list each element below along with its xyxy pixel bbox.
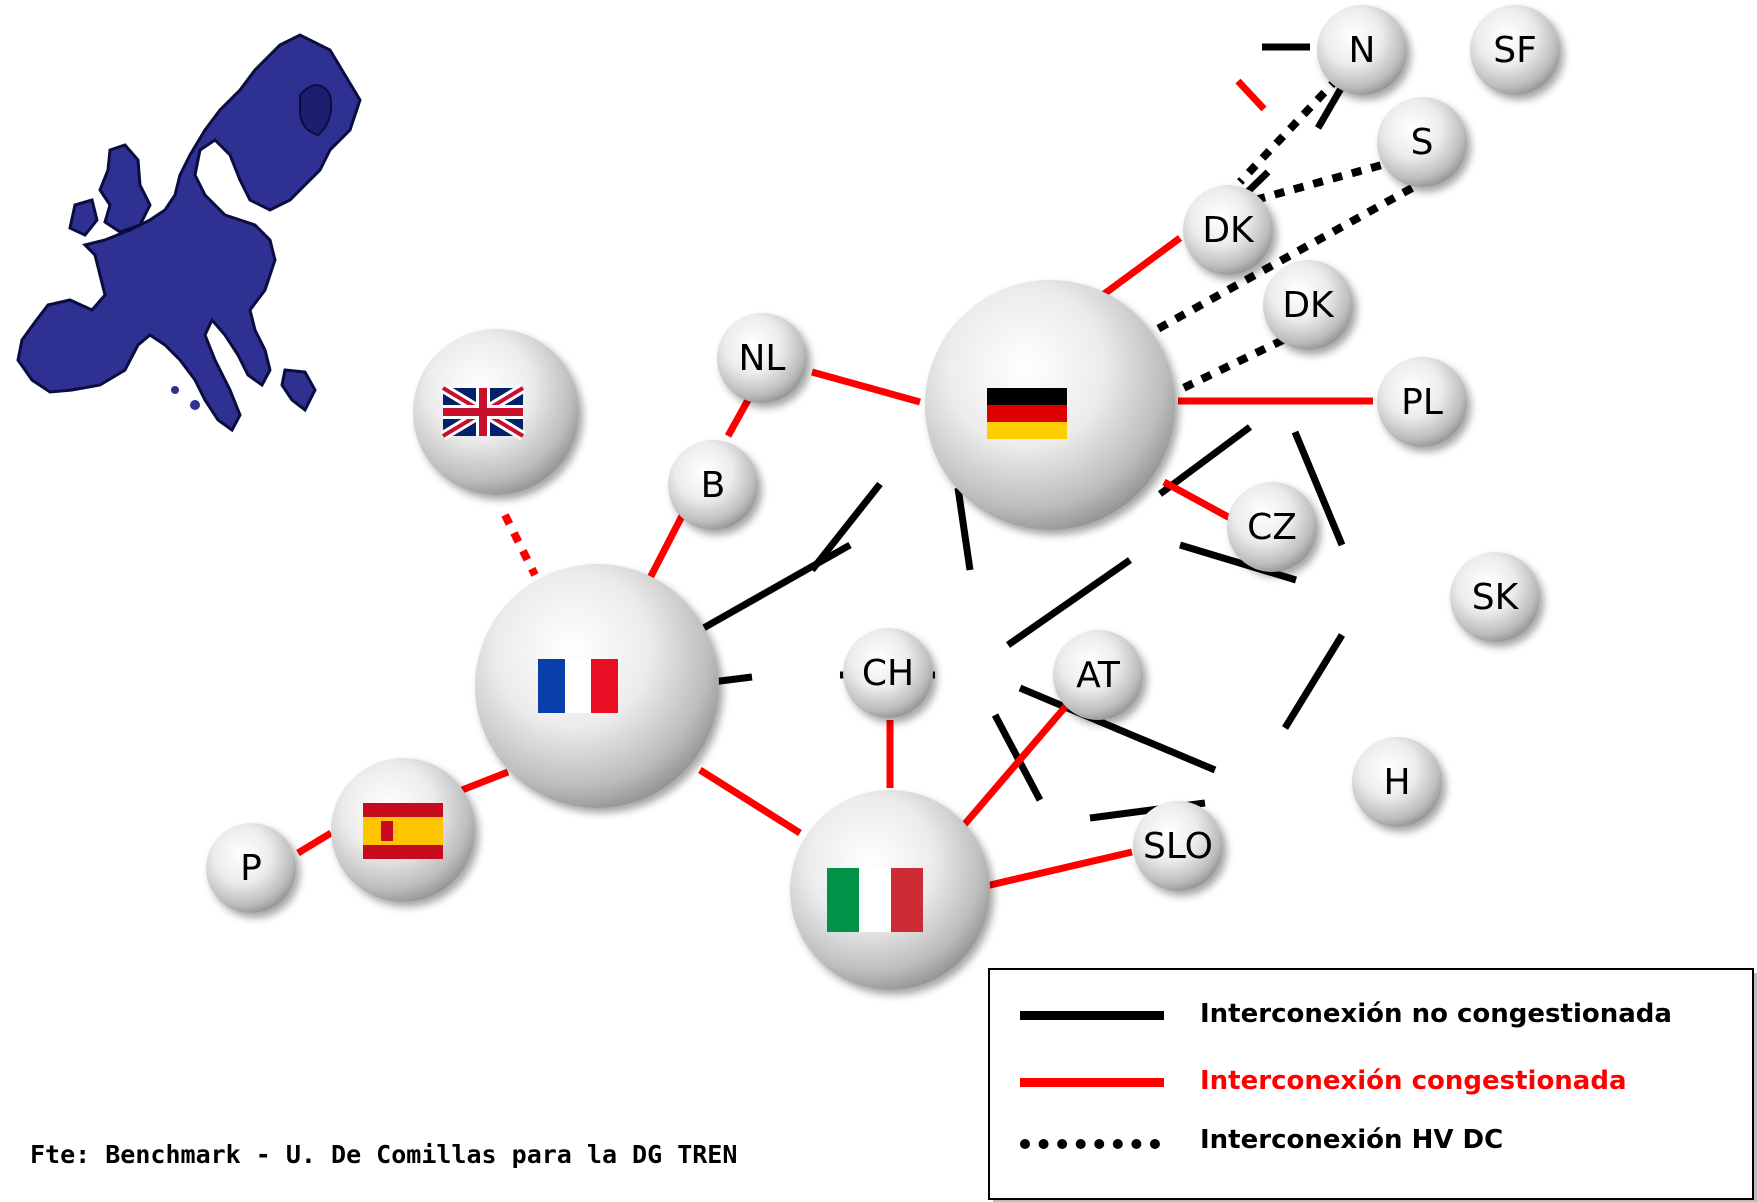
link-cz-pl (1157, 424, 1253, 497)
svg-text:S: S (1411, 122, 1434, 163)
svg-text:B: B (701, 465, 726, 506)
node-de[interactable] (925, 280, 1175, 530)
svg-text:CZ: CZ (1247, 507, 1297, 548)
node-it[interactable] (790, 790, 990, 990)
svg-text:SLO: SLO (1143, 826, 1213, 867)
link-at-cz (1005, 557, 1133, 648)
node-es[interactable] (331, 758, 475, 902)
node-b[interactable]: B (668, 440, 758, 530)
link-fr-de (698, 541, 852, 634)
link-uk-fr (501, 513, 539, 577)
svg-text:NL: NL (739, 338, 786, 379)
link-at-h (1018, 684, 1217, 774)
node-fr[interactable] (475, 564, 719, 808)
link-fr-es (460, 768, 510, 794)
legend-line-congested (1020, 1078, 1164, 1087)
node-ch[interactable]: CH (843, 628, 933, 718)
node-sf[interactable]: SF (1470, 5, 1560, 95)
svg-text:PL: PL (1401, 382, 1443, 423)
node-s[interactable]: S (1377, 97, 1467, 187)
link-es-p (296, 830, 333, 856)
svg-text:N: N (1349, 30, 1376, 71)
link-fr-it (698, 767, 802, 836)
europe-map-icon (16, 33, 362, 433)
svg-text:SK: SK (1472, 577, 1520, 618)
link-de-ch (809, 481, 883, 573)
svg-text:DK: DK (1202, 210, 1255, 251)
node-dk1[interactable]: DK (1183, 185, 1273, 275)
legend-line-hvdc (1020, 1139, 1160, 1149)
legend: Interconexión no congestionada Intercone… (988, 968, 1754, 1200)
legend-label-congested: Interconexión congestionada (1200, 1066, 1627, 1096)
link-de-dk1 (1093, 235, 1183, 303)
node-at[interactable]: AT (1053, 630, 1143, 720)
link-de-nl (811, 368, 921, 406)
link-cz-sk (1178, 541, 1298, 584)
link-n-dk1 (1237, 75, 1341, 185)
svg-text:SF: SF (1493, 30, 1537, 71)
spain-flag-icon (363, 803, 443, 859)
node-n[interactable]: N (1317, 5, 1407, 95)
svg-text:CH: CH (862, 653, 914, 694)
node-dk2[interactable]: DK (1263, 260, 1353, 350)
germany-flag-icon (987, 388, 1067, 439)
node-h[interactable]: H (1352, 737, 1442, 827)
source-note: Fte: Benchmark - U. De Comillas para la … (30, 1140, 738, 1169)
node-uk[interactable] (413, 329, 579, 495)
uk-flag-icon (440, 383, 526, 441)
svg-text:P: P (240, 848, 262, 889)
legend-label-hvdc: Interconexión HV DC (1200, 1125, 1504, 1155)
link-de-cz (1162, 478, 1232, 522)
node-slo[interactable]: SLO (1133, 801, 1223, 891)
france-flag-icon (538, 659, 618, 713)
link-n-s (1235, 78, 1267, 112)
node-sk[interactable]: SK (1450, 552, 1540, 642)
svg-text:H: H (1383, 762, 1410, 803)
legend-line-normal (1020, 1011, 1164, 1020)
italy-flag-icon (827, 868, 923, 932)
link-b-fr (646, 510, 688, 580)
link-de-at (954, 487, 974, 571)
link-pl-sk (1291, 430, 1346, 547)
legend-label-normal: Interconexión no congestionada (1200, 999, 1672, 1029)
node-nl[interactable]: NL (717, 313, 807, 403)
link-sk-h (1282, 633, 1345, 730)
node-pl[interactable]: PL (1377, 357, 1467, 447)
node-cz[interactable]: CZ (1227, 482, 1317, 572)
svg-text:AT: AT (1076, 655, 1121, 696)
link-nl-b (724, 398, 752, 438)
link-at-it (955, 703, 1069, 835)
link-it-slo (985, 848, 1133, 890)
link-dk2-de (1173, 336, 1285, 396)
link-s-dk1 (1253, 156, 1402, 204)
svg-text:DK: DK (1282, 285, 1335, 326)
node-p[interactable]: P (206, 823, 296, 913)
